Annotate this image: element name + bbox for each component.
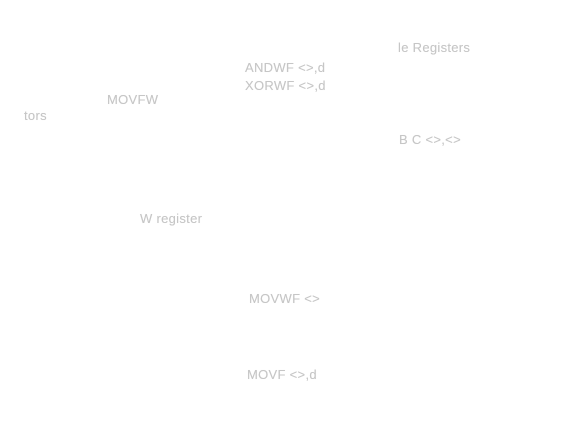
xorwf-instruction-label: XORWF <>,d bbox=[245, 78, 326, 93]
tors-label: tors bbox=[24, 108, 47, 123]
btc-instruction-label: B C <>,<> bbox=[399, 132, 461, 147]
movfw-instruction-label: MOVFW bbox=[107, 92, 159, 107]
movf-instruction-label: MOVF <>,d bbox=[247, 367, 317, 382]
andwf-instruction-label: ANDWF <>,d bbox=[245, 60, 326, 75]
movwf-instruction-label: MOVWF <> bbox=[249, 291, 321, 306]
file-registers-label: le Registers bbox=[398, 40, 471, 55]
w-register-label: W register bbox=[140, 211, 203, 226]
